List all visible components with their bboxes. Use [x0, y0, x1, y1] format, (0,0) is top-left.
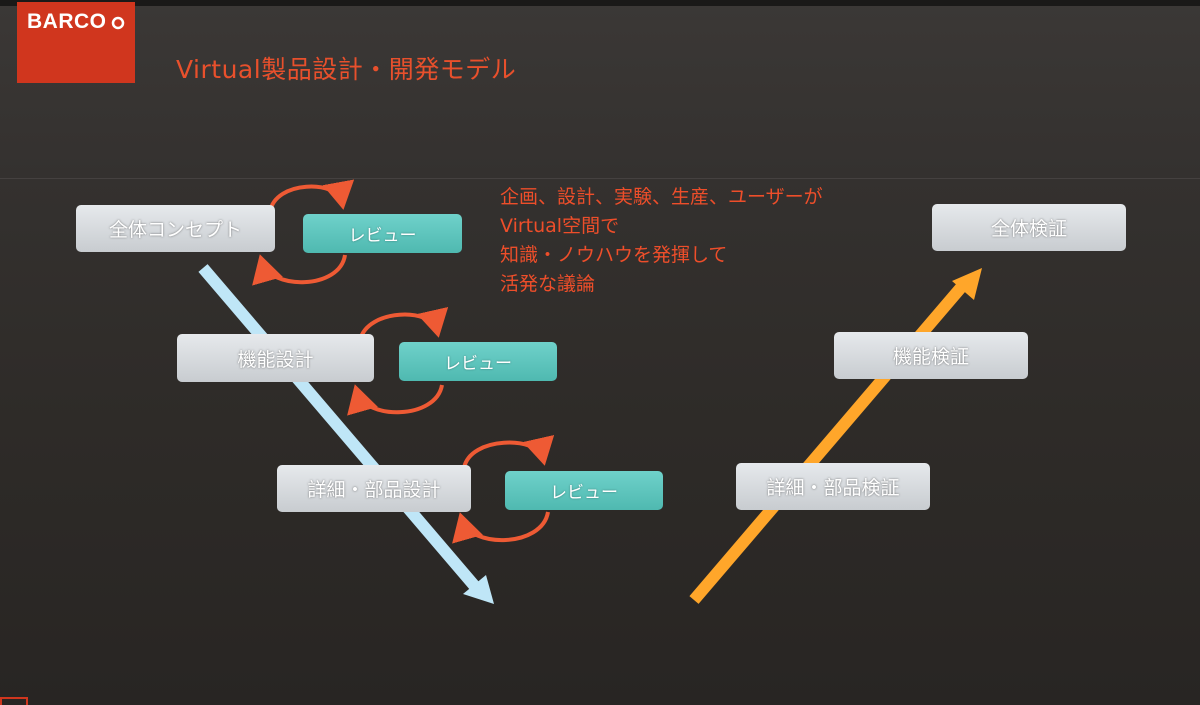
screen-top-edge: [0, 0, 1200, 6]
review-label: レビュー: [348, 226, 417, 246]
review-cycle-arrows-3: [452, 434, 555, 544]
review-label: レビュー: [444, 354, 512, 374]
step-label: 機能設計: [237, 348, 314, 371]
logo-ring-icon: [111, 16, 125, 30]
review-box-2[interactable]: レビュー: [399, 342, 557, 381]
note-line: Virtual空間で: [500, 215, 620, 237]
barco-logo: BARCO: [17, 2, 135, 83]
step-overall-verification[interactable]: 全体検証: [932, 204, 1126, 251]
logo-text: BARCO: [27, 10, 107, 33]
corner-mark: [0, 697, 28, 705]
step-label: 全体検証: [990, 218, 1067, 240]
verification-ascent-arrow: [689, 268, 982, 604]
step-detail-part-design[interactable]: 詳細・部品設計: [277, 465, 471, 512]
header-divider: [0, 178, 1200, 179]
step-label: 詳細・部品設計: [307, 479, 441, 501]
design-descent-arrow: [198, 264, 494, 604]
review-label: レビュー: [550, 483, 618, 503]
review-cycle-arrows-2: [347, 306, 449, 416]
step-label: 機能検証: [892, 346, 969, 368]
step-functional-design[interactable]: 機能設計: [177, 334, 374, 382]
note-line: 企画、設計、実験、生産、ユーザーが: [500, 186, 823, 208]
note-line: 活発な議論: [500, 273, 596, 295]
step-detail-part-verification[interactable]: 詳細・部品検証: [736, 463, 930, 510]
review-box-3[interactable]: レビュー: [505, 471, 663, 510]
step-overall-concept[interactable]: 全体コンセプト: [76, 205, 275, 252]
step-label: 全体コンセプト: [108, 219, 242, 241]
note-line: 知識・ノウハウを発揮して: [500, 244, 728, 266]
review-cycle-arrows-1: [252, 179, 355, 286]
review-box-1[interactable]: レビュー: [303, 214, 462, 253]
step-functional-verification[interactable]: 機能検証: [834, 332, 1028, 379]
step-label: 詳細・部品検証: [766, 477, 900, 499]
collaboration-note: 企画、設計、実験、生産、ユーザーが Virtual空間で 知識・ノウハウを発揮し…: [500, 183, 823, 299]
slide-title: Virtual製品設計・開発モデル: [176, 55, 517, 84]
